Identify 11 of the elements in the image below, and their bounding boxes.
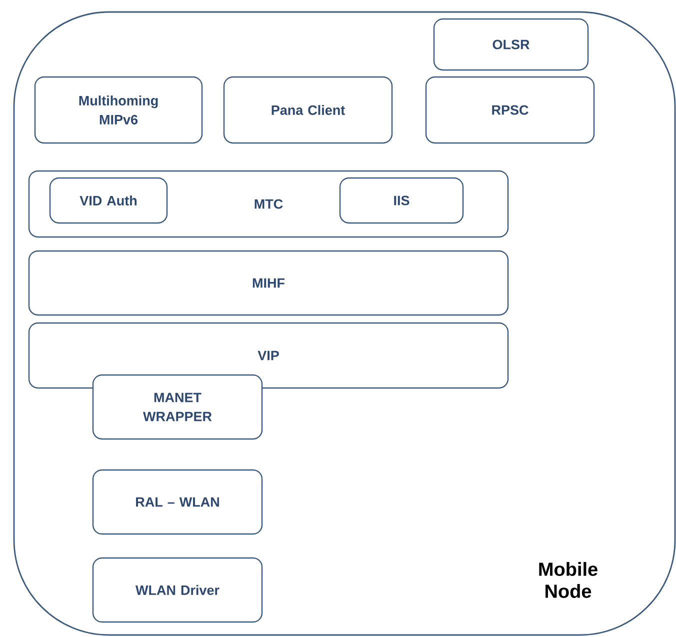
module-box: VID Auth [49, 177, 168, 224]
layer-box: MIHF [28, 250, 509, 316]
module-box: IIS [339, 177, 464, 224]
layer-box: VIP [28, 322, 509, 389]
module-box: RAL – WLAN [92, 469, 263, 535]
module-box: WLAN Driver [92, 557, 263, 623]
module-box: RPSC [425, 76, 595, 144]
module-box: OLSR [433, 18, 589, 71]
module-box: Multihoming MIPv6 [34, 76, 203, 144]
module-box: Pana Client [223, 76, 393, 144]
module-box: MANET WRAPPER [92, 374, 263, 440]
